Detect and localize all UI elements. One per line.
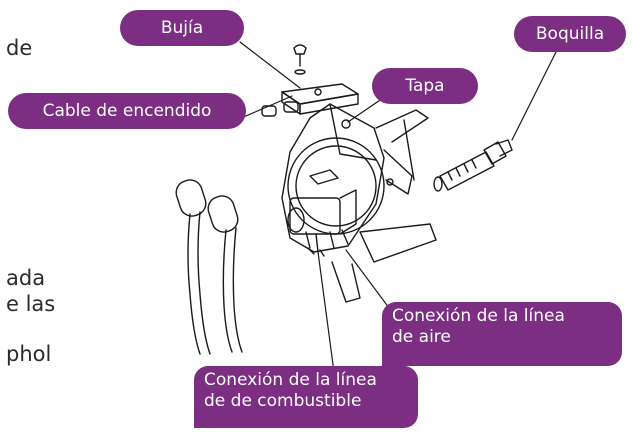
leader-boquilla <box>511 43 561 141</box>
body-text-fragment-3: e las <box>6 292 56 316</box>
leader-aire <box>345 249 393 313</box>
label-conexion-combustible-line-2: de de combustible <box>204 390 362 411</box>
body-text-fragment-2: ada <box>6 266 46 290</box>
cap-part <box>261 83 359 117</box>
ignition-cable <box>175 179 243 355</box>
boquilla-part <box>433 139 513 192</box>
label-conexion-aire-line-1: Conexión de la línea <box>392 306 565 326</box>
label-bujia: Bujía <box>120 10 244 46</box>
body-text-fragment-4: phol <box>6 342 52 366</box>
label-conexion-aire-line-2: de aire <box>392 326 451 347</box>
label-boquilla: Boquilla <box>514 16 626 52</box>
leader-combustible <box>317 251 335 373</box>
nozzle-block <box>287 169 357 257</box>
body-text-fragment-1: de <box>6 36 33 60</box>
label-conexion-aire: Conexión de la línea de aire <box>382 302 622 366</box>
burner-housing <box>281 103 437 303</box>
label-conexion-combustible-line-1: Conexión de la línea <box>204 370 377 390</box>
spark-plug-part <box>293 44 307 75</box>
label-cable-de-encendido: Cable de encendido <box>8 93 246 129</box>
leader-bujia <box>239 41 301 89</box>
label-tapa: Tapa <box>372 68 478 104</box>
label-conexion-combustible: Conexión de la línea de de combustible <box>194 366 418 428</box>
